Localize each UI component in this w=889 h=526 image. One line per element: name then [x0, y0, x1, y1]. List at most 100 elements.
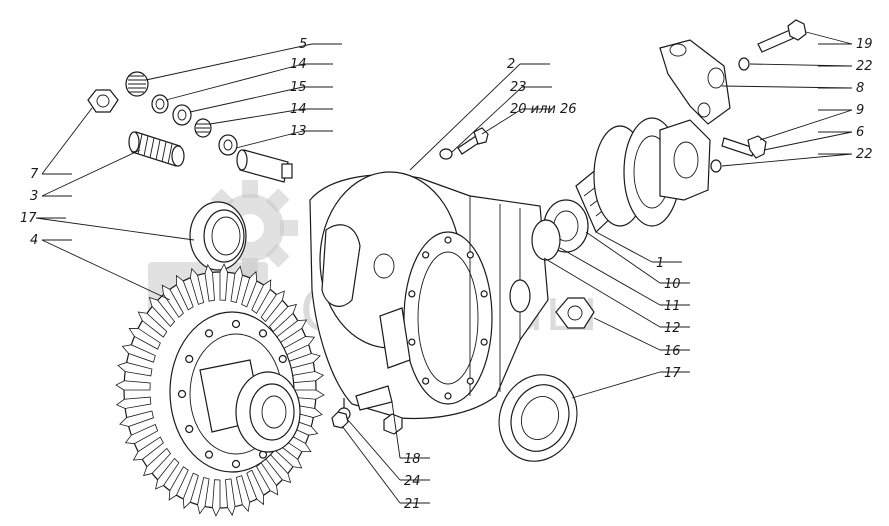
part-21-bolt [331, 411, 403, 435]
part-23-washer [439, 148, 453, 160]
leader-line [759, 109, 853, 141]
part-3-threaded-sleeve [128, 131, 185, 167]
ring-gear-tooth [230, 265, 243, 303]
part-22-washer-top [738, 57, 750, 71]
housing-flange-bolt [444, 392, 452, 400]
leader-line [341, 425, 401, 504]
callout-17-left: 17 [20, 211, 37, 226]
callout-24: 24 [404, 474, 421, 489]
part-4-ring-gear-assembly [115, 263, 325, 517]
callout-14-upper: 14 [290, 57, 307, 72]
callout-12: 12 [664, 321, 681, 336]
leader-line [35, 217, 195, 241]
ring-gear-tooth [225, 478, 236, 517]
part-15-nut [172, 104, 192, 126]
ring-gear-bolt [258, 329, 268, 338]
leader-line [347, 419, 401, 481]
ring-gear-bolt [185, 354, 194, 364]
leader-line [543, 257, 661, 328]
ring-gear-tooth [119, 410, 154, 427]
ring-gear-bolt [231, 319, 241, 329]
ring-gear-bolt [204, 450, 214, 459]
ring-gear-tooth [189, 267, 205, 305]
leader-line [391, 401, 401, 459]
leader-line [235, 130, 304, 149]
ring-gear-tooth [251, 279, 272, 314]
callout-labels: 5 14 15 14 13 7 3 17 4 2 23 20 или 26 19… [20, 37, 873, 512]
callout-8: 8 [856, 81, 864, 96]
leader-line [593, 317, 661, 351]
callout-19: 19 [856, 37, 873, 52]
leader-line [451, 86, 523, 153]
callout-23: 23 [510, 80, 527, 95]
part-7-nut [87, 89, 119, 113]
callout-15: 15 [290, 80, 307, 95]
leader-line [559, 247, 661, 306]
ring-gear-tooth [241, 270, 258, 308]
part-14-washer-top [151, 94, 169, 114]
part-8-bracket [659, 39, 731, 125]
ring-gear-tooth [264, 453, 292, 484]
ring-gear-tooth [132, 436, 164, 461]
ring-gear-tooth [212, 479, 221, 517]
callout-10: 10 [664, 277, 681, 292]
part-9-6-bolt [721, 135, 767, 159]
callout-21: 21 [404, 497, 421, 512]
callout-17-right: 17 [664, 366, 681, 381]
part-15-spring [194, 118, 212, 138]
part-17-bearing-left [189, 201, 247, 271]
callout-7: 7 [30, 167, 39, 182]
housing-flange-bolts [408, 236, 488, 400]
callout-16: 16 [664, 344, 681, 359]
ring-gear-tooth [276, 319, 308, 344]
part-17-bearing-right [498, 374, 578, 462]
housing-flange-bolt [408, 338, 416, 346]
ring-gear-tooth [288, 371, 325, 384]
ring-gear-tooth [176, 274, 194, 311]
part-19-bolt [757, 19, 807, 53]
housing-flange-bolt [466, 377, 474, 385]
ring-gear-tooth [128, 327, 161, 350]
ring-gear-bolt [185, 424, 194, 434]
leader-line [189, 86, 304, 113]
part-14-washer-bottom [218, 134, 238, 156]
housing-flange-bolt [422, 377, 430, 385]
leader-line [763, 131, 853, 151]
ring-gear-bolts [177, 319, 295, 469]
part-11-spacer [531, 219, 561, 261]
ring-gear-tooth [268, 303, 298, 333]
ring-gear-bolt [231, 459, 241, 469]
housing-flange-bolt [422, 251, 430, 259]
callout-5: 5 [299, 37, 307, 52]
ring-gear-tooth [286, 353, 321, 370]
ring-gear-tooth [142, 447, 172, 477]
ring-gear-tooth [204, 263, 215, 302]
housing-flange-bolt [466, 251, 474, 259]
ring-gear-tooth [121, 344, 156, 363]
part-22-washer-bottom [710, 159, 722, 173]
ring-gear-tooth [260, 290, 285, 323]
ring-gear-tooth [168, 466, 189, 501]
callout-4: 4 [30, 233, 38, 248]
callout-20-or-26: 20 или 26 [510, 102, 577, 117]
ring-gear-tooth [124, 423, 159, 444]
leader-line [409, 63, 521, 171]
callout-3: 3 [30, 189, 38, 204]
ring-gear-tooth [161, 284, 184, 318]
leader-line [481, 108, 523, 135]
part-5-plug [125, 71, 149, 97]
ring-gear-tooth [117, 362, 153, 377]
leader-lines [35, 31, 853, 504]
callout-9: 9 [856, 103, 864, 118]
ring-gear-tooth [137, 311, 168, 338]
part-2-carrier-housing [309, 171, 549, 420]
callout-22-upper: 22 [856, 59, 873, 74]
ring-gear-tooth [235, 475, 251, 513]
ring-gear-tooth [155, 457, 180, 490]
ring-gear-tooth [115, 380, 151, 391]
callout-14-lower: 14 [290, 102, 307, 117]
leader-line [805, 31, 853, 45]
leader-line [41, 149, 141, 197]
